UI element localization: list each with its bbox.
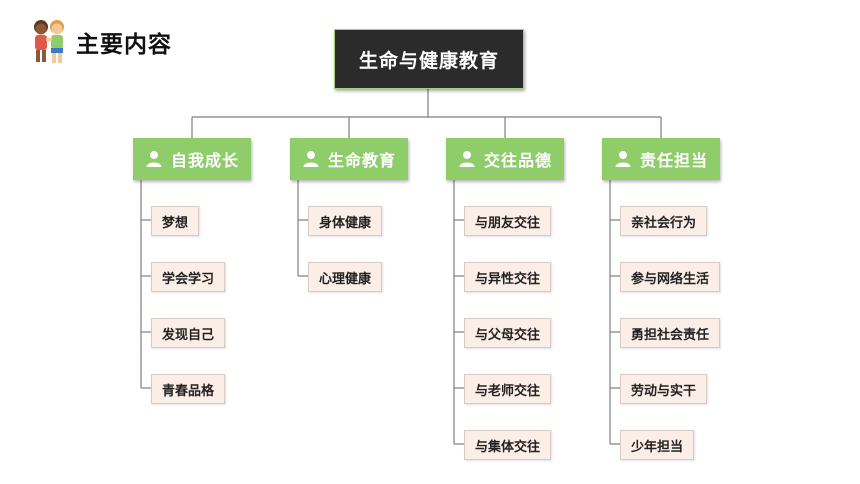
- person-icon: [303, 151, 319, 167]
- root-node: 生命与健康教育: [334, 29, 524, 89]
- list-item: 青春品格: [151, 374, 226, 404]
- list-item: 与朋友交往: [464, 206, 552, 236]
- list-item: 少年担当: [620, 430, 695, 460]
- list-item: 与集体交往: [464, 430, 552, 460]
- person-icon: [146, 151, 162, 167]
- list-item: 与异性交往: [464, 262, 552, 292]
- category-node: 交往品德: [446, 138, 564, 180]
- category-label: 自我成长: [170, 151, 239, 170]
- list-item: 亲社会行为: [620, 206, 708, 236]
- list-item: 梦想: [151, 206, 200, 236]
- list-item: 心理健康: [308, 262, 383, 292]
- list-item: 与老师交往: [464, 374, 552, 404]
- list-item: 勇担社会责任: [620, 318, 721, 348]
- list-item: 身体健康: [308, 206, 383, 236]
- header: 主要内容: [28, 18, 172, 66]
- list-item: 劳动与实干: [620, 374, 708, 404]
- children-icon: [34, 20, 64, 63]
- category-node: 生命教育: [290, 138, 408, 180]
- list-item: 发现自己: [151, 318, 226, 348]
- list-item: 学会学习: [151, 262, 226, 292]
- page-title: 主要内容: [76, 32, 172, 58]
- list-item: 参与网络生活: [620, 262, 721, 292]
- category-label: 交往品德: [483, 151, 552, 170]
- category-node: 责任担当: [602, 138, 720, 180]
- category-label: 责任担当: [639, 151, 708, 170]
- category-label: 生命教育: [327, 151, 396, 170]
- person-icon: [459, 151, 475, 167]
- category-node: 自我成长: [133, 138, 251, 180]
- list-item: 与父母交往: [464, 318, 552, 348]
- person-icon: [615, 151, 631, 167]
